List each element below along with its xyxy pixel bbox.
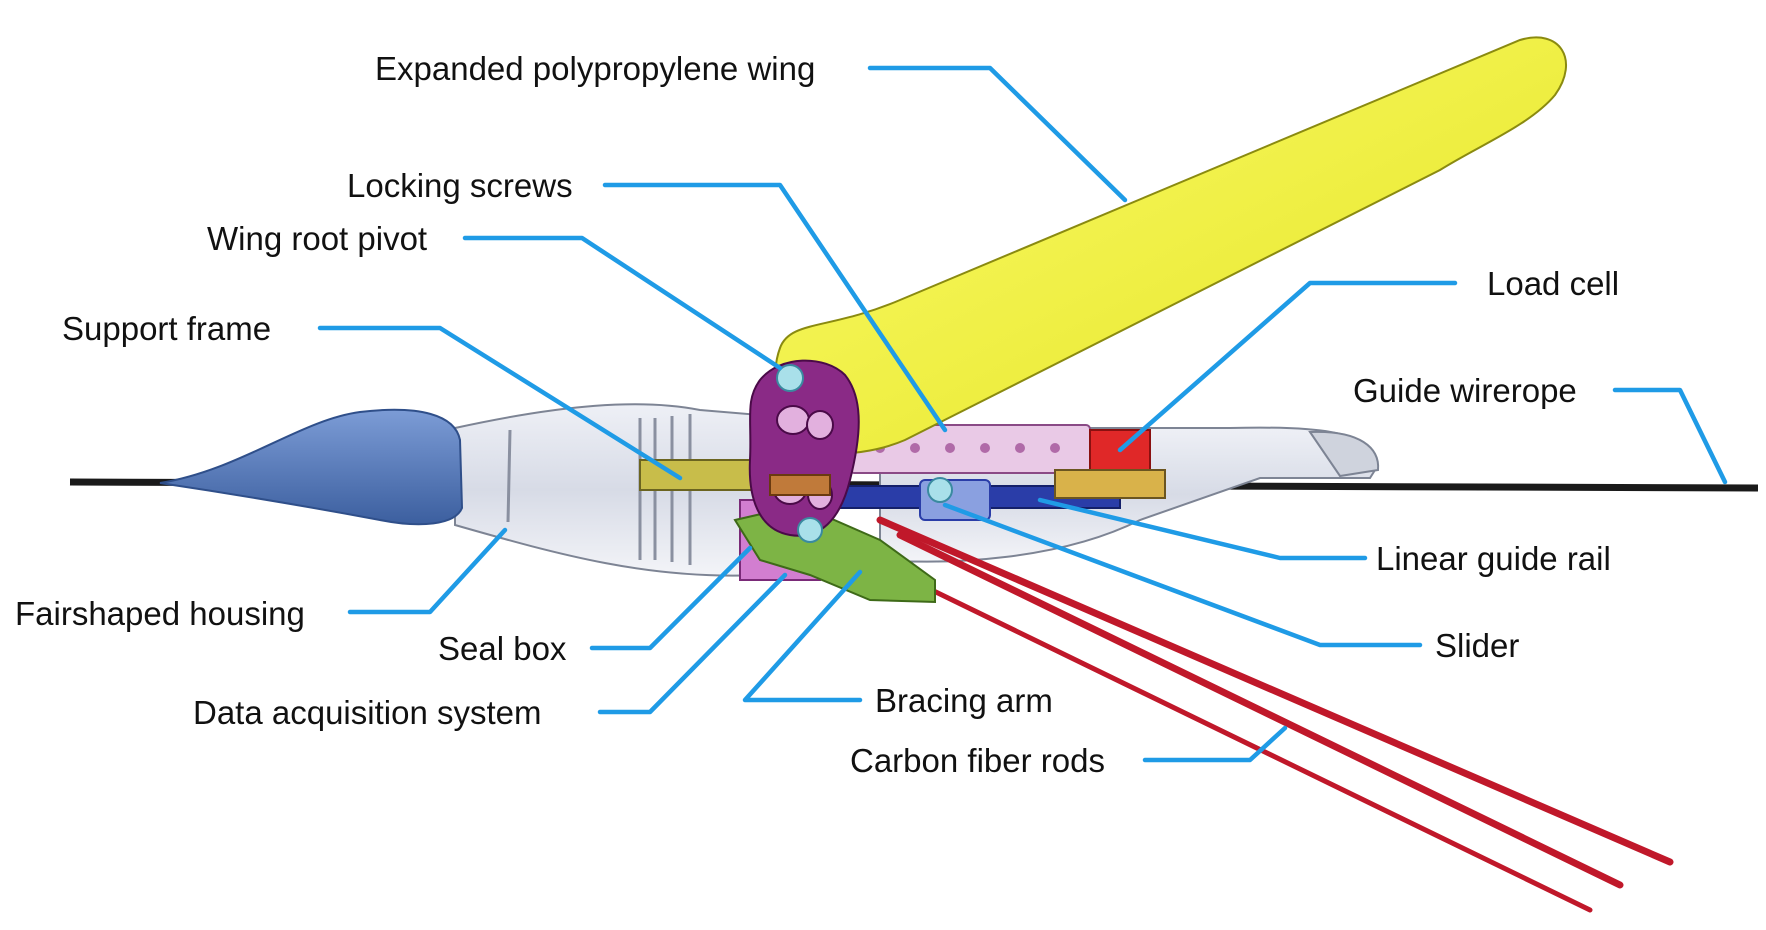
label-bracing-arm: Bracing arm (875, 682, 1053, 719)
rear-bracket (1054, 469, 1166, 499)
nose-cone (159, 408, 464, 526)
leader-bracing-arm (742, 569, 863, 703)
label-locking-screws: Locking screws (347, 167, 573, 204)
label-linear-guide-rail: Linear guide rail (1376, 540, 1611, 577)
leader-wing (867, 65, 1128, 203)
leader-locking-screws (602, 182, 948, 433)
pivot-bolt-top (776, 364, 804, 392)
label-wing-root-pivot: Wing root pivot (207, 220, 427, 257)
leader-seal-box (589, 545, 753, 651)
label-carbon-fiber-rods: Carbon fiber rods (850, 742, 1105, 779)
pivot-bolt-bottom (797, 517, 823, 543)
carbon-fiber-rods (867, 516, 1674, 913)
label-support-frame: Support frame (62, 310, 271, 347)
leader-fairshaped-housing (347, 527, 508, 615)
leader-linear-guide-rail (1037, 497, 1368, 561)
leader-carbon-fiber-rods (1142, 725, 1288, 763)
leader-load-cell (1117, 280, 1458, 453)
housing-tail-cap (1308, 430, 1380, 478)
label-load-cell: Load cell (1487, 265, 1619, 302)
label-fairshaped-housing: Fairshaped housing (15, 595, 305, 632)
label-slider: Slider (1435, 627, 1519, 664)
label-guide-wirerope: Guide wirerope (1353, 372, 1577, 409)
leader-guide-wirerope (1612, 387, 1728, 485)
wing-root-pivot-plate (748, 359, 860, 537)
leader-slider (942, 502, 1423, 648)
wooden-spacer (769, 474, 831, 496)
leader-lines (317, 65, 1728, 763)
labels: Expanded polypropylene wing Locking scre… (15, 50, 1619, 779)
label-data-acquisition: Data acquisition system (193, 694, 541, 731)
leader-support-frame (317, 325, 683, 481)
label-seal-box: Seal box (438, 630, 567, 667)
leader-wing-root-pivot (462, 235, 783, 371)
label-wing: Expanded polypropylene wing (375, 50, 815, 87)
leader-data-acquisition (597, 572, 788, 715)
slider-knob (927, 477, 953, 503)
